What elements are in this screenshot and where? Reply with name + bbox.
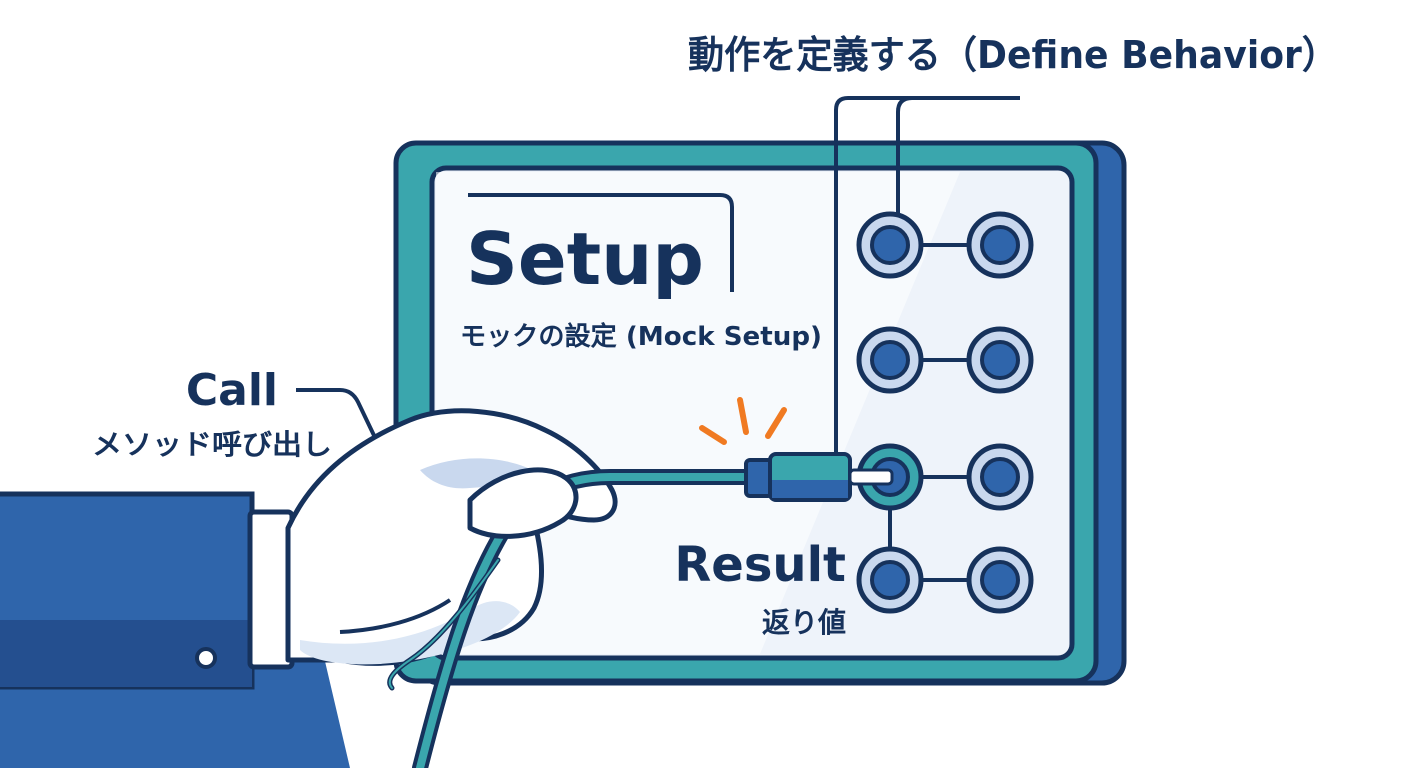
setup-label-group: Setup モックの設定 (Mock Setup) <box>460 193 822 352</box>
spark-left <box>699 425 727 445</box>
call-subtitle: メソッド呼び出し <box>92 428 332 461</box>
hand-thumb <box>467 467 579 539</box>
spark-middle <box>737 397 749 435</box>
call-title: Call <box>186 365 278 416</box>
plug-pin <box>848 468 894 486</box>
setup-subtitle: モックの設定 (Mock Setup) <box>460 321 822 352</box>
socket-r1-c1 <box>856 211 924 279</box>
call-label-group: Call メソッド呼び出し <box>92 365 382 461</box>
cuff-button <box>195 647 217 669</box>
socket-r2-c1 <box>856 326 924 394</box>
spark-right <box>765 407 787 439</box>
cable-loop-inner <box>388 559 499 689</box>
define-leader-line-1 <box>834 96 1020 460</box>
socket-r1-c2 <box>966 211 1034 279</box>
setup-title: Setup <box>466 217 704 301</box>
socket-connectors <box>888 243 970 582</box>
socket-grid <box>856 211 1034 614</box>
socket-r4-c2 <box>966 546 1034 614</box>
arm <box>0 491 350 768</box>
socket-r3-c2 <box>966 443 1034 511</box>
finger-crease <box>339 598 452 634</box>
define-leader-line-2 <box>896 96 1020 215</box>
result-title: Result <box>674 537 846 593</box>
socket-points <box>856 211 1034 614</box>
socket-r4-c1 <box>856 546 924 614</box>
thumb <box>467 467 579 539</box>
screen-glare <box>436 172 960 654</box>
mock-device <box>393 140 1127 686</box>
define-behavior-callout: 動作を定義する（Define Behavior） <box>688 33 1338 460</box>
socket-r2-c2 <box>966 326 1034 394</box>
result-subtitle: 返り値 <box>762 606 846 639</box>
call-leader-line <box>296 388 382 449</box>
spark-marks <box>699 397 787 445</box>
result-label-group: Result 返り値 <box>674 537 846 639</box>
define-behavior-label: 動作を定義する（Define Behavior） <box>688 33 1338 77</box>
setup-bracket <box>468 193 734 292</box>
plug-body-shade <box>772 480 848 498</box>
